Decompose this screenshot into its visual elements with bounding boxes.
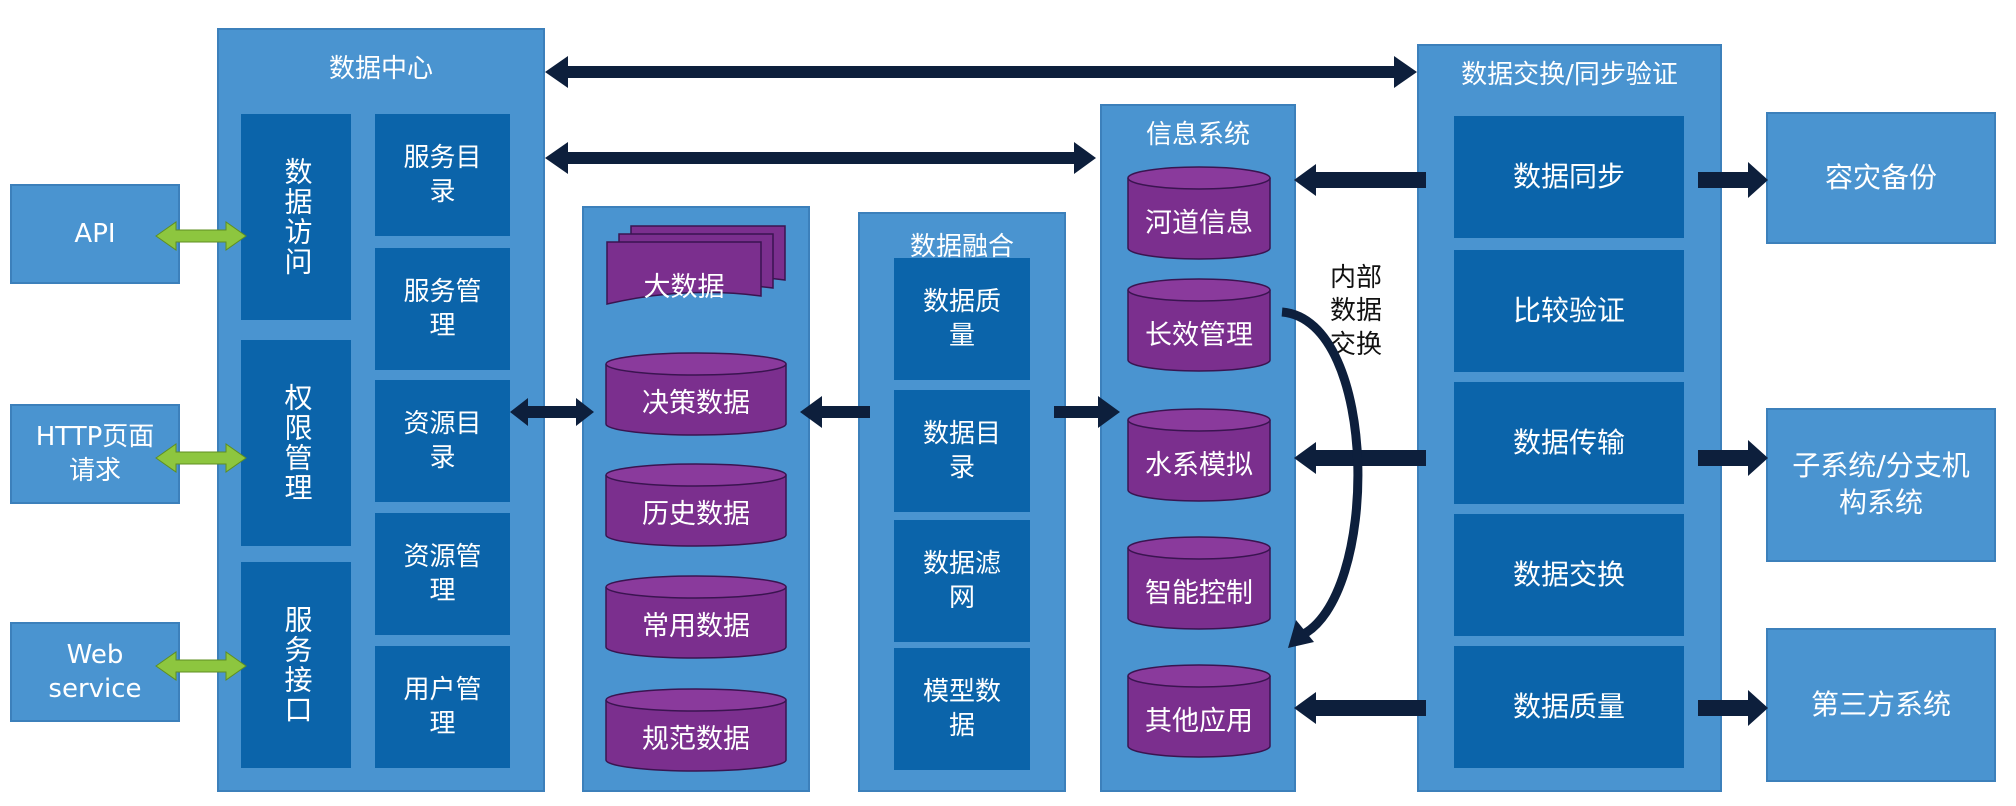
data-center-right-label-4: 用户管 理 bbox=[403, 674, 482, 739]
io-arrow-webservice bbox=[155, 651, 247, 681]
data-center-left-item-0: 数据访问 bbox=[241, 114, 351, 320]
fusion-item-3: 模型数 据 bbox=[894, 648, 1030, 770]
cylinder-icon bbox=[605, 575, 787, 659]
big-data-stack-icon bbox=[606, 225, 786, 305]
storage-cylinder-3: 规范数据 bbox=[604, 688, 788, 772]
big-data-label: 大数据 bbox=[643, 272, 725, 303]
exchange-item-3: 数据交换 bbox=[1454, 514, 1684, 636]
fusion-item-0: 数据质 量 bbox=[894, 258, 1030, 380]
info-cylinder-label-3: 智能控制 bbox=[1145, 578, 1253, 609]
storage-cylinder-2: 常用数据 bbox=[604, 575, 788, 659]
info-cylinder-4: 其他应用 bbox=[1126, 664, 1272, 758]
arrow-exchange-other bbox=[1294, 692, 1426, 724]
external-http: HTTP页面 请求 bbox=[10, 404, 180, 504]
info-cylinder-2: 水系模拟 bbox=[1126, 408, 1272, 502]
external-api: API bbox=[10, 184, 180, 284]
info-cylinder-0: 河道信息 bbox=[1126, 166, 1272, 260]
fusion-item-label-2: 数据滤 网 bbox=[922, 548, 1001, 613]
arrow-datacenter-infosystem bbox=[545, 142, 1096, 174]
storage-cylinder-label-3: 规范数据 bbox=[642, 724, 750, 755]
data-center-right-item-3: 资源管 理 bbox=[375, 513, 510, 635]
exchange-item-4: 数据质量 bbox=[1454, 646, 1684, 768]
exchange-item-label-1: 比较验证 bbox=[1512, 293, 1625, 327]
storage-cylinder-label-0: 决策数据 bbox=[642, 388, 750, 419]
info-cylinder-label-2: 水系模拟 bbox=[1145, 450, 1253, 481]
fusion-item-label-3: 模型数 据 bbox=[922, 676, 1001, 741]
cylinder-icon bbox=[1127, 166, 1271, 260]
external-third-party-label: 第三方系统 bbox=[1810, 687, 1951, 721]
exchange-item-label-3: 数据交换 bbox=[1512, 557, 1625, 591]
arrow-exchange-subsystem bbox=[1698, 440, 1768, 476]
info-cylinder-label-1: 长效管理 bbox=[1145, 320, 1253, 351]
internal-exchange-curve bbox=[1281, 307, 1363, 641]
data-center-right-label-2: 资源目 录 bbox=[403, 408, 482, 473]
arrow-fusion-infosystem bbox=[1054, 396, 1120, 428]
fusion-item-label-0: 数据质 量 bbox=[922, 286, 1001, 351]
exchange-title: 数据交换/同步验证 bbox=[1461, 60, 1678, 90]
data-center-left-label-2: 服务接口 bbox=[280, 605, 314, 725]
cylinder-icon bbox=[1127, 536, 1271, 630]
data-center-right-item-4: 用户管 理 bbox=[375, 646, 510, 768]
external-subsystem: 子系统/分支机 构系统 bbox=[1766, 408, 1996, 562]
data-center-right-label-1: 服务管 理 bbox=[403, 276, 482, 341]
info-cylinder-3: 智能控制 bbox=[1126, 536, 1272, 630]
info-cylinder-label-0: 河道信息 bbox=[1145, 208, 1253, 239]
arrow-exchange-backup bbox=[1698, 162, 1768, 198]
external-disaster-backup-label: 容灾备份 bbox=[1824, 160, 1937, 194]
external-subsystem-label: 子系统/分支机 构系统 bbox=[1792, 449, 1970, 519]
data-center-left-label-0: 数据访问 bbox=[280, 157, 314, 277]
data-center-left-label-1: 权限管理 bbox=[280, 383, 314, 503]
data-center-right-label-3: 资源管 理 bbox=[403, 541, 482, 606]
data-center-left-item-1: 权限管理 bbox=[241, 340, 351, 546]
storage-cylinder-0: 决策数据 bbox=[604, 352, 788, 436]
fusion-title: 数据融合 bbox=[909, 232, 1014, 262]
external-webservice-label: Web service bbox=[48, 639, 142, 704]
external-api-label: API bbox=[74, 218, 116, 249]
arrow-fusion-storage bbox=[800, 396, 870, 428]
data-center-right-item-1: 服务管 理 bbox=[375, 248, 510, 370]
data-center-right-item-0: 服务目 录 bbox=[375, 114, 510, 236]
fusion-item-1: 数据目 录 bbox=[894, 390, 1030, 512]
fusion-item-label-1: 数据目 录 bbox=[922, 418, 1001, 483]
cylinder-icon bbox=[1127, 408, 1271, 502]
storage-cylinder-label-1: 历史数据 bbox=[642, 499, 750, 530]
exchange-item-label-0: 数据同步 bbox=[1512, 159, 1625, 193]
internal-exchange-arrowhead bbox=[1288, 620, 1314, 648]
exchange-item-label-4: 数据质量 bbox=[1512, 689, 1625, 723]
io-arrow-api bbox=[155, 221, 247, 251]
info-cylinder-label-4: 其他应用 bbox=[1145, 706, 1253, 737]
external-third-party: 第三方系统 bbox=[1766, 628, 1996, 782]
data-center-title: 数据中心 bbox=[328, 54, 433, 84]
cylinder-icon bbox=[605, 688, 787, 772]
storage-cylinder-label-2: 常用数据 bbox=[642, 611, 750, 642]
arrow-datacenter-storage bbox=[510, 398, 594, 426]
internal-exchange-label: 内部 数据 交换 bbox=[1329, 263, 1382, 360]
exchange-item-2: 数据传输 bbox=[1454, 382, 1684, 504]
arrow-exchange-river bbox=[1294, 164, 1426, 196]
fusion-item-2: 数据滤 网 bbox=[894, 520, 1030, 642]
data-center-right-label-0: 服务目 录 bbox=[403, 142, 482, 207]
io-arrow-http bbox=[155, 443, 247, 473]
exchange-item-label-2: 数据传输 bbox=[1512, 425, 1625, 459]
arrow-datacenter-exchange bbox=[545, 56, 1417, 88]
exchange-item-1: 比较验证 bbox=[1454, 250, 1684, 372]
info-cylinder-1: 长效管理 bbox=[1126, 278, 1272, 372]
external-http-label: HTTP页面 请求 bbox=[35, 421, 155, 486]
exchange-item-0: 数据同步 bbox=[1454, 116, 1684, 238]
cylinder-icon bbox=[605, 463, 787, 547]
external-webservice: Web service bbox=[10, 622, 180, 722]
data-center-right-item-2: 资源目 录 bbox=[375, 380, 510, 502]
external-disaster-backup: 容灾备份 bbox=[1766, 112, 1996, 244]
arrow-exchange-thirdparty bbox=[1698, 690, 1768, 726]
info-system-title: 信息系统 bbox=[1145, 120, 1250, 150]
cylinder-icon bbox=[1127, 664, 1271, 758]
cylinder-icon bbox=[1127, 278, 1271, 372]
data-center-left-item-2: 服务接口 bbox=[241, 562, 351, 768]
storage-cylinder-1: 历史数据 bbox=[604, 463, 788, 547]
cylinder-icon bbox=[605, 352, 787, 436]
